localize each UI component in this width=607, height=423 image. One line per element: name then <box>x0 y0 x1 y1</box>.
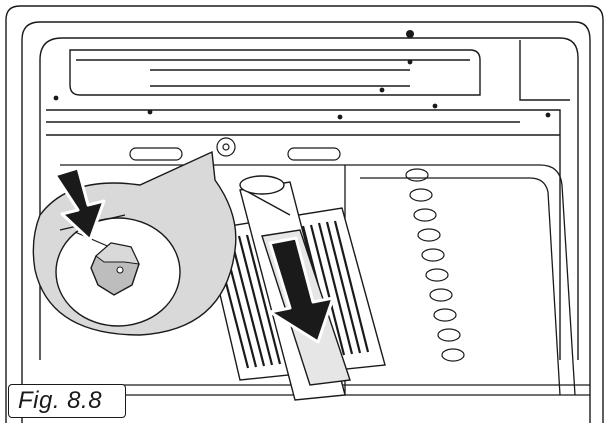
figure-caption-box: Fig. 8.8 <box>8 384 126 418</box>
rear-slots <box>129 137 341 161</box>
oven-cavity-frame <box>5 5 604 423</box>
screws <box>53 30 551 120</box>
hex-nut-icon <box>90 242 140 296</box>
down-arrow-icon <box>268 236 335 344</box>
ventilation-holes <box>405 168 465 362</box>
figure-caption: Fig. 8.8 <box>18 387 103 414</box>
down-arrow-icon <box>53 166 106 242</box>
